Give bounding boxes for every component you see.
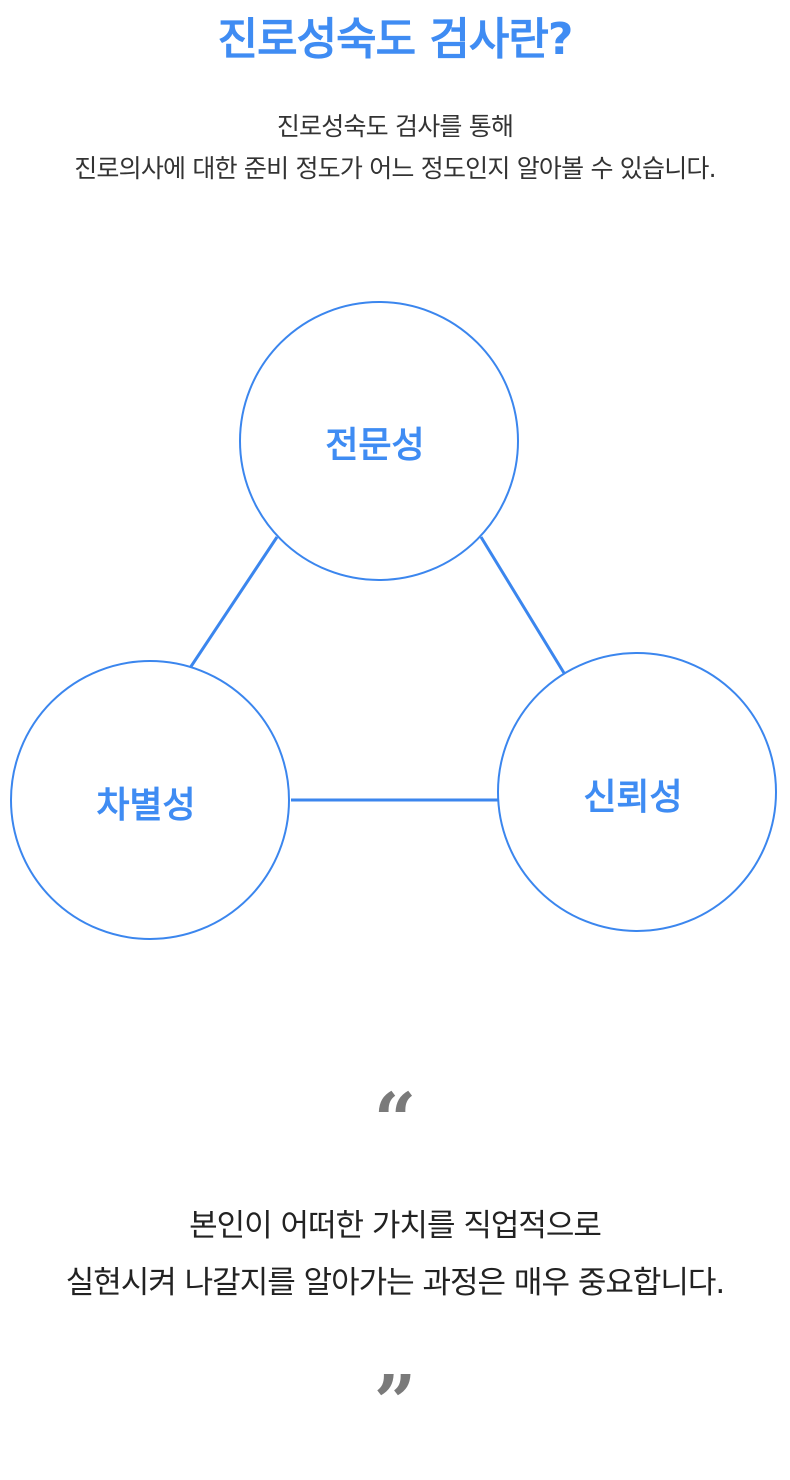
connector-top-right	[479, 536, 566, 674]
node-label-right: 신뢰성	[583, 777, 682, 818]
description-line-2: 진로의사에 대한 준비 정도가 어느 정도인지 알아볼 수 있습니다.	[74, 154, 716, 183]
quote-line-1: 본인이 어떠한 가치를 직업적으로	[189, 1208, 602, 1244]
page-description: 진로성숙도 검사를 통해 진로의사에 대한 준비 정도가 어느 정도인지 알아볼…	[0, 106, 790, 190]
node-label-top: 전문성	[325, 425, 424, 466]
description-line-1: 진로성숙도 검사를 통해	[276, 112, 514, 141]
close-quote-icon: ”	[373, 1360, 417, 1446]
maturity-diagram: 전문성 차별성 신뢰성	[10, 301, 777, 940]
node-circle-left	[10, 660, 290, 940]
quote-text: 본인이 어떠한 가치를 직업적으로 실현시켜 나갈지를 알아가는 과정은 매우 …	[0, 1198, 790, 1312]
quote-line-2: 실현시켜 나갈지를 알아가는 과정은 매우 중요합니다.	[65, 1265, 726, 1301]
open-quote-icon: “	[373, 1078, 417, 1164]
node-label-left: 차별성	[96, 785, 195, 826]
page-title: 진로성숙도 검사란?	[217, 14, 574, 65]
connector-top-left	[188, 536, 279, 669]
node-circle-top	[239, 301, 519, 581]
node-circle-right	[497, 652, 777, 932]
